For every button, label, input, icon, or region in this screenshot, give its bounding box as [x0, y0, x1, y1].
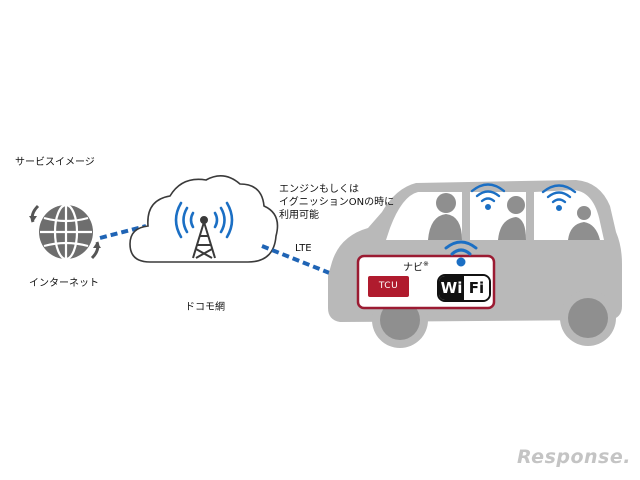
antenna-tower-icon — [192, 216, 216, 259]
wifi-logo: Wi Fi — [437, 274, 491, 302]
diagram-title: サービスイメージ — [15, 157, 95, 168]
navi-label-text: ナビ — [403, 262, 423, 274]
availability-note-line-2: イグニッションONの時に — [279, 197, 395, 208]
passenger-wifi-icon — [470, 183, 577, 211]
availability-note-line-3: 利用可能 — [279, 210, 319, 221]
docomo-network-label: ドコモ網 — [185, 302, 225, 313]
navi-footnote-mark: ※ — [423, 260, 429, 268]
lte-label: LTE — [295, 243, 312, 254]
tcu-badge: TCU — [368, 276, 409, 297]
globe-icon — [29, 203, 101, 261]
availability-note-line-1: エンジンもしくは — [279, 184, 359, 195]
availability-note: エンジンもしくは イグニッションONの時に 利用可能 — [279, 183, 394, 222]
navi-label: ナビ※ — [403, 258, 429, 274]
wifi-logo-wi: Wi — [439, 276, 464, 300]
navi-wifi-icon — [444, 240, 478, 267]
wifi-logo-fi: Fi — [464, 276, 489, 300]
internet-label: インターネット — [29, 278, 99, 289]
signal-waves-icon — [174, 201, 234, 239]
response-watermark: Response. — [517, 446, 631, 468]
